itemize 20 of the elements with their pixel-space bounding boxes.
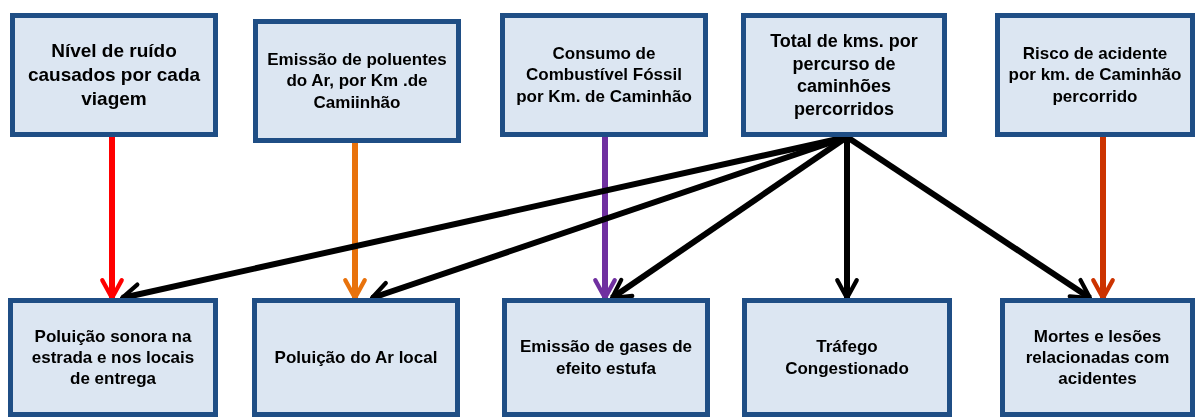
- box-text: Emissão de gases de efeito estufa: [519, 336, 693, 379]
- text-box: [252, 298, 460, 417]
- box-text: Nível de ruído causados por cada viagem: [26, 39, 202, 111]
- box-text: Total de kms. por percurso de caminhões percorridos: [769, 30, 919, 120]
- box-text: Poluição do Ar local: [274, 346, 438, 369]
- text-box: [742, 298, 952, 417]
- box-text: Mortes e lesões relacionadas com acidentes: [1024, 325, 1171, 390]
- text-box: [1000, 298, 1195, 417]
- text-box: [500, 13, 708, 137]
- text-box: [10, 13, 218, 137]
- text-box: [741, 13, 947, 137]
- text-box: [995, 13, 1195, 137]
- box-text: Risco de acidente por km. de Caminhão percorrido: [1008, 43, 1182, 107]
- box-text: Poluição sonora na estrada e nos locais de entrega: [30, 325, 196, 390]
- box-text: Consumo de Combustível Fóssil por Km. de Caminhão: [515, 43, 693, 107]
- text-box: [502, 298, 710, 417]
- box-text: Tráfego Congestionado: [784, 336, 910, 379]
- text-box: [253, 19, 461, 143]
- box-text: Emissão de poluentes do Ar, por Km .de Camiinhão: [266, 49, 448, 113]
- text-box: [8, 298, 218, 417]
